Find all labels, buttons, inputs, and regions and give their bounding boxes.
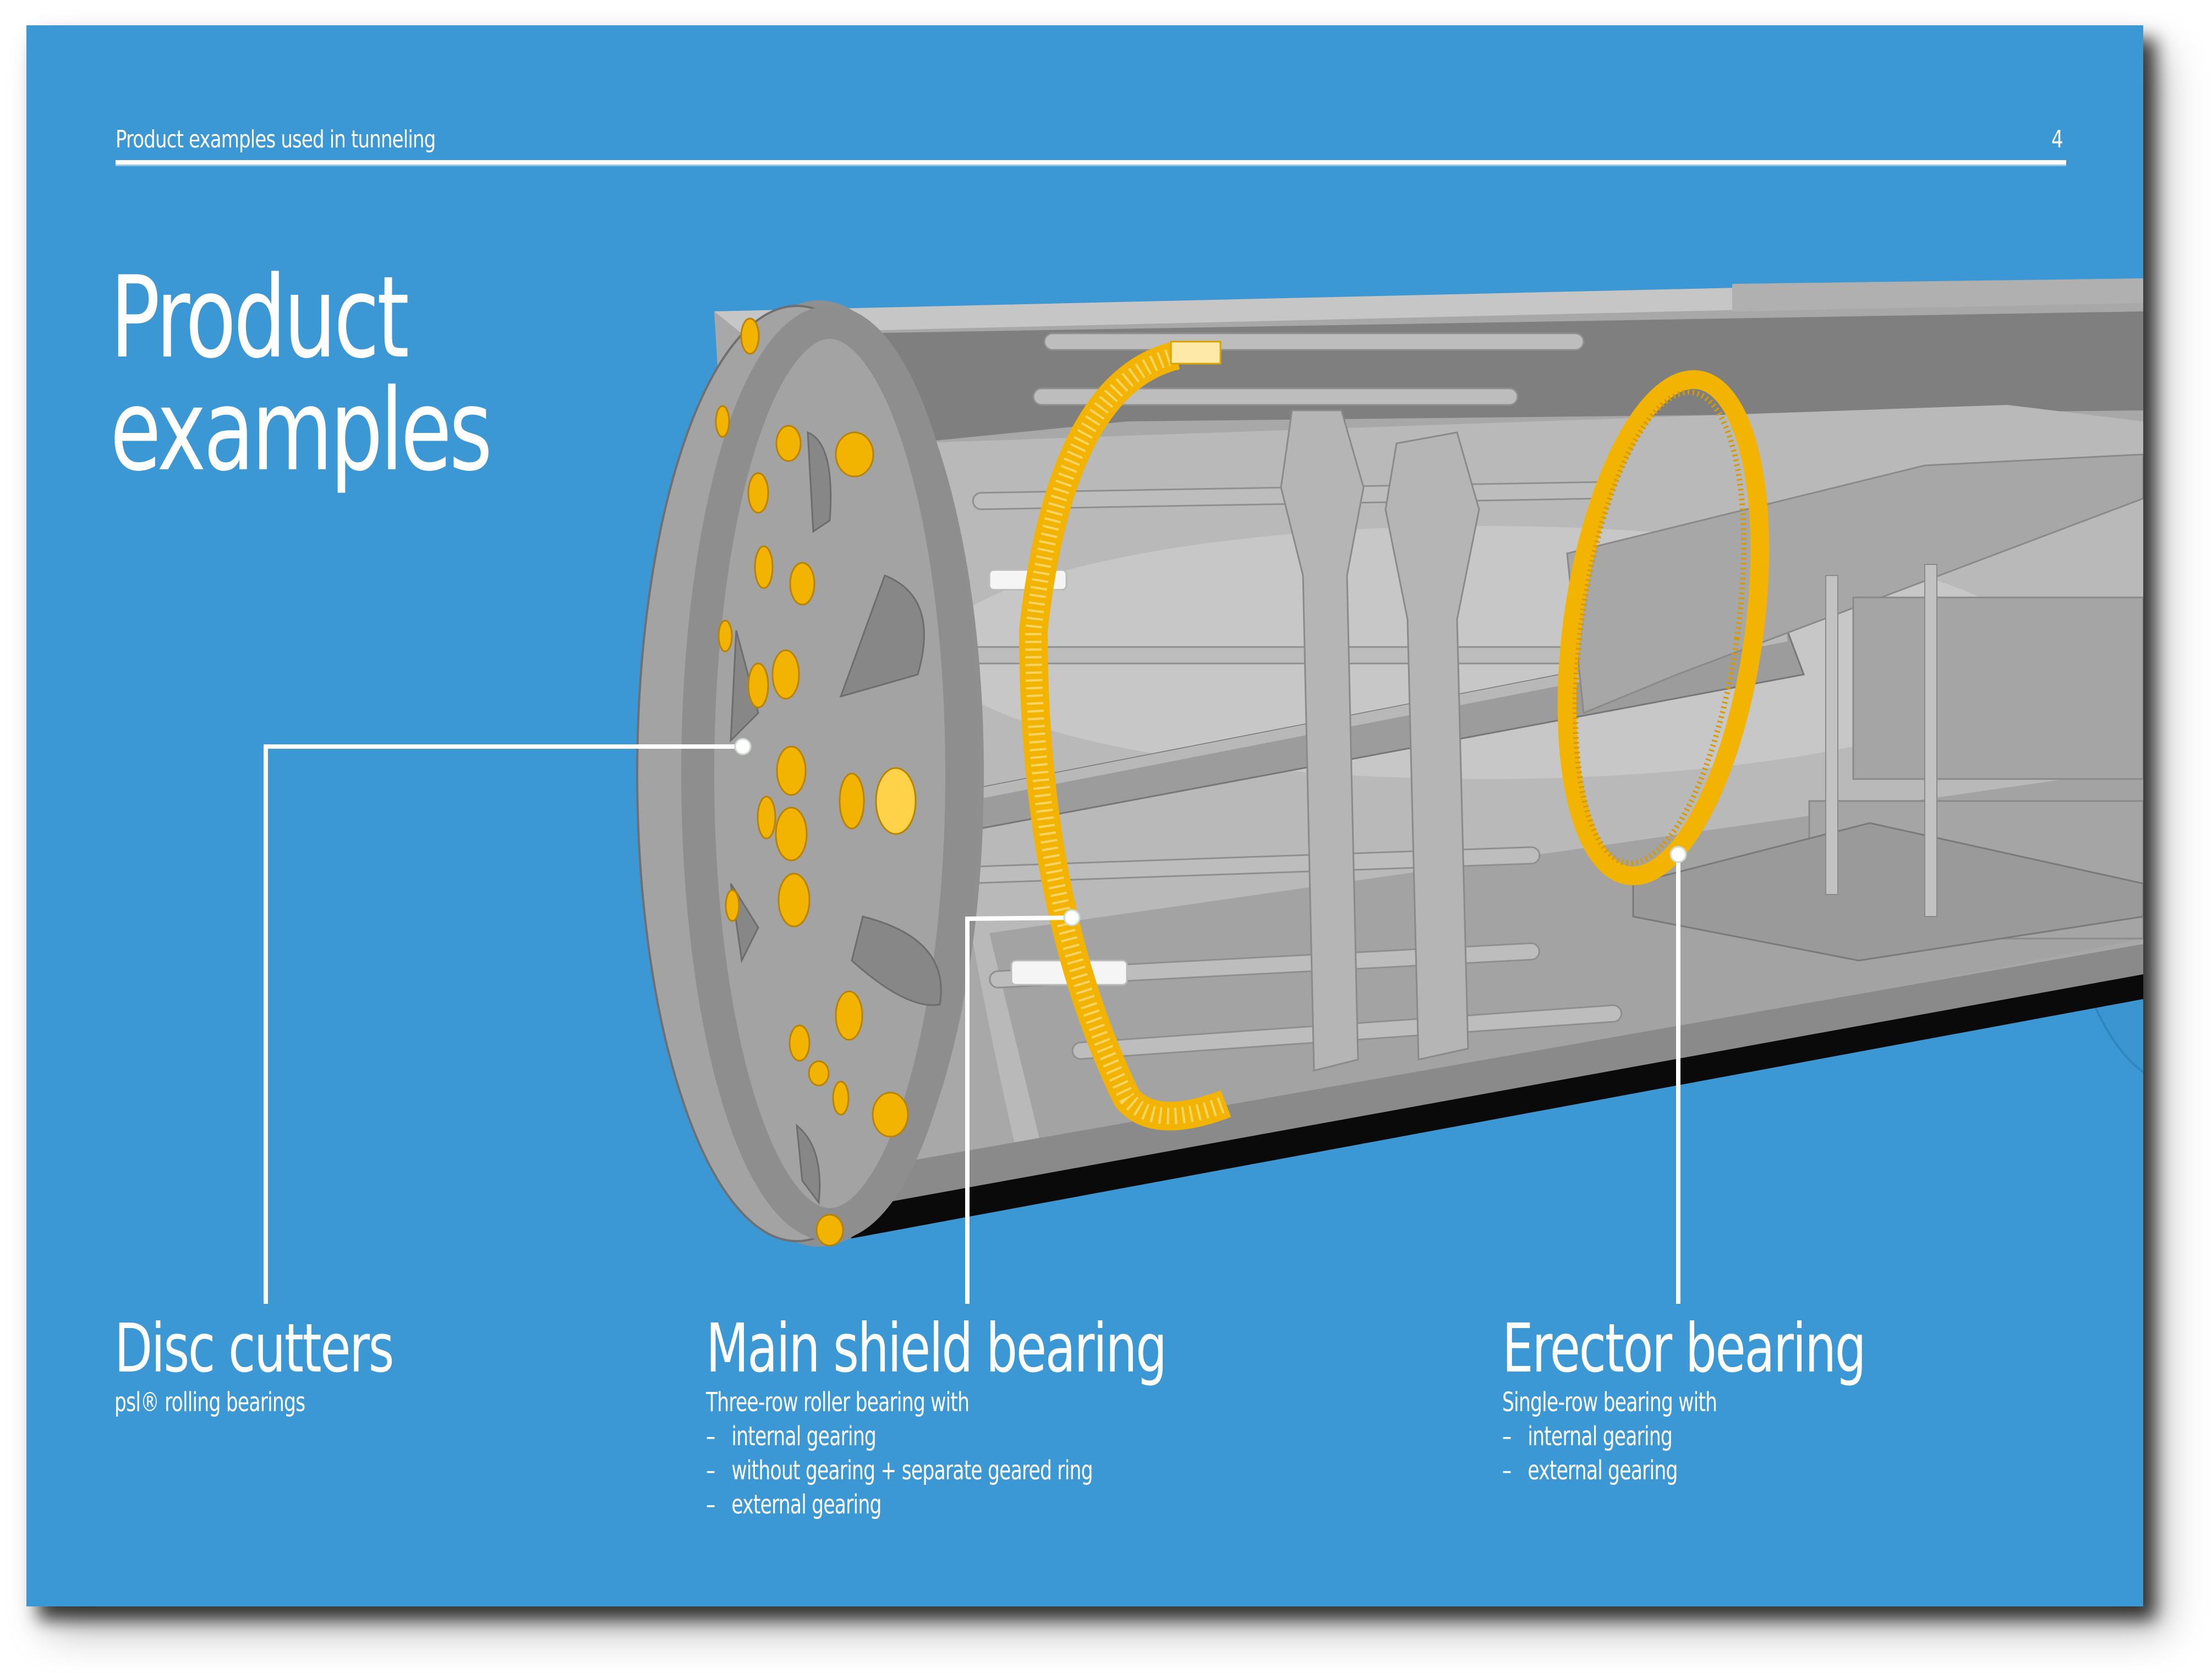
erector-bearing-teeth xyxy=(1573,389,1746,866)
main-shield-bearing-teeth xyxy=(1025,347,1229,1125)
bearing-ring-end-top xyxy=(1170,341,1222,365)
shield-top-rim-dark xyxy=(1732,278,2143,311)
page-title: Product examples xyxy=(110,253,492,496)
leader-dot-main-shield-bearing xyxy=(1063,909,1081,926)
list-item: –internal gearing xyxy=(1502,1419,1856,1453)
list-item: –without gearing + separate geared ring xyxy=(706,1453,1154,1488)
page-title-line-1: Product xyxy=(110,253,409,383)
leader-dot-disc-cutters xyxy=(734,738,752,755)
list-item: –external gearing xyxy=(706,1488,1154,1522)
header-rule xyxy=(116,160,2066,164)
platform xyxy=(1632,822,2143,962)
section-title: Product examples used in tunneling xyxy=(116,125,436,153)
list-dash: – xyxy=(706,1489,715,1520)
callout-intro: Three-row roller bearing with xyxy=(706,1387,970,1418)
list-dash: – xyxy=(1502,1455,1512,1486)
erector-frame xyxy=(1280,409,1480,1072)
list-item-text: internal gearing xyxy=(731,1421,877,1452)
list-item-text: external gearing xyxy=(731,1489,881,1520)
callout-intro: Single-row bearing with xyxy=(1502,1387,1717,1418)
page-number: 4 xyxy=(2051,125,2063,153)
list-item-text: without gearing + separate geared ring xyxy=(731,1455,1093,1486)
leader-line-disc-cutters xyxy=(264,744,743,1304)
leader-line-main-shield-bearing xyxy=(965,915,1072,1304)
conveyor-ramp xyxy=(1566,453,2143,715)
cutterhead-slots xyxy=(730,431,942,1205)
page-title-line-2: examples xyxy=(110,365,492,496)
callout-main-shield-bearing: Main shield bearing Three-row roller bea… xyxy=(706,1313,1267,1522)
list-dash: – xyxy=(706,1455,715,1486)
callout-erector-bearing: Erector bearing Single-row bearing with … xyxy=(1502,1313,1945,1488)
list-item: –external gearing xyxy=(1502,1453,1856,1488)
erector-bearing-ring xyxy=(1557,370,1770,886)
list-item-text: external gearing xyxy=(1527,1455,1678,1486)
list-item: –internal gearing xyxy=(706,1419,1154,1453)
callout-heading: Erector bearing xyxy=(1502,1309,1866,1387)
leader-lines xyxy=(264,744,1680,1304)
list-dash: – xyxy=(1502,1421,1512,1452)
list-dash: – xyxy=(706,1421,715,1452)
callout-heading: Disc cutters xyxy=(114,1309,395,1387)
brochure-page: Product examples used in tunneling 4 Pro… xyxy=(26,25,2143,1606)
shield-bottom-shadow xyxy=(824,972,2143,1238)
list-item-text: internal gearing xyxy=(1527,1421,1673,1452)
post-2 xyxy=(1924,564,1937,917)
callout-subtitle: psl® rolling bearings xyxy=(114,1387,305,1418)
tunnel-boring-machine-illustration xyxy=(264,278,2143,1304)
callout-disc-cutters: Disc cutters psl® rolling bearings xyxy=(114,1313,454,1419)
leader-dot-erector-bearing xyxy=(1669,846,1687,863)
shield-bottom-edge xyxy=(797,944,2143,1214)
callout-heading: Main shield bearing xyxy=(706,1309,1167,1387)
post-1 xyxy=(1825,575,1838,895)
storage-box-upper xyxy=(1852,596,2143,780)
disc-cutters xyxy=(715,317,917,1247)
